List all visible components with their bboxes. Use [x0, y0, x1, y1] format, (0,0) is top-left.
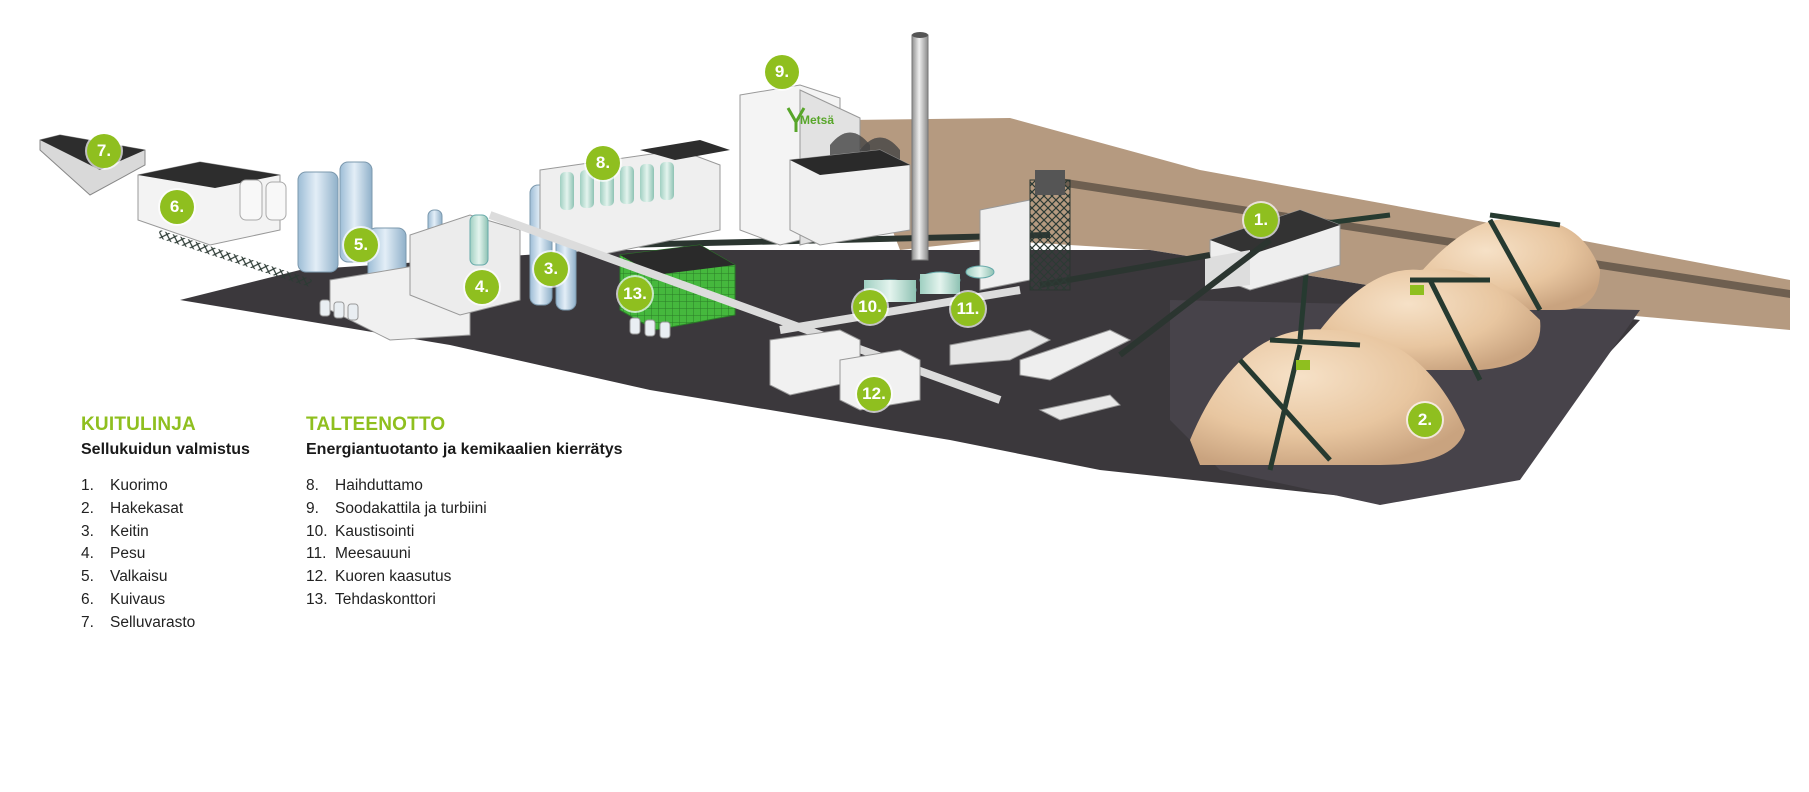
legend-list: 1.Kuorimo 2.Hakekasat 3.Keitin 4.Pesu 5.…: [81, 475, 250, 635]
lower-buildings: [769, 329, 1132, 421]
small-tanks: [319, 299, 671, 339]
office-building: [619, 244, 736, 331]
marker-6: 6.: [160, 190, 194, 224]
marker-11: 11.: [951, 292, 985, 326]
bark-gasifier: [979, 170, 1071, 291]
list-item: 11.Meesauuni: [306, 545, 411, 563]
legend-title: KUITULINJA: [81, 414, 196, 435]
legend-list: 8.Haihduttamo 9.Soodakattila ja turbiini…: [306, 475, 623, 612]
marker-4: 4.: [465, 270, 499, 304]
legend-subtitle: Energiantuotanto ja kemikaalien kierräty…: [306, 441, 623, 458]
marker-12: 12.: [857, 377, 891, 411]
list-item: 6.Kuivaus: [81, 590, 166, 608]
marker-13: 13.: [618, 277, 652, 311]
marker-10: 10.: [853, 290, 887, 324]
list-item: 3.Keitin: [81, 522, 149, 540]
marker-2: 2.: [1408, 403, 1442, 437]
legend-recovery: TALTEENOTTO Energiantuotanto ja kemikaal…: [306, 414, 623, 612]
marker-7: 7.: [87, 134, 121, 168]
list-item: 7.Selluvarasto: [81, 613, 196, 631]
bleaching-conveyor: [157, 230, 313, 288]
list-item: 13.Tehdaskonttori: [306, 590, 436, 608]
list-item: 10.Kaustisointi: [306, 522, 415, 540]
washing-plant: [409, 214, 521, 316]
chimney: [911, 34, 929, 261]
list-item: 12.Kuoren kaasutus: [306, 568, 452, 586]
legend-subtitle: Sellukuidun valmistus: [81, 441, 250, 458]
list-item: 8.Haihduttamo: [306, 477, 423, 494]
chip-piles: [1190, 218, 1600, 465]
recovery-boiler: Metsä: [739, 84, 911, 246]
evaporation-plant: [539, 140, 730, 256]
list-item: 5.Valkaisu: [81, 568, 168, 586]
metsa-logo: Metsä: [800, 113, 834, 127]
list-item: 9.Soodakattila ja turbiini: [306, 499, 487, 517]
marker-9: 9.: [765, 55, 799, 89]
legend-title: TALTEENOTTO: [306, 414, 446, 435]
marker-5: 5.: [344, 228, 378, 262]
list-item: 1.Kuorimo: [81, 477, 168, 494]
marker-3: 3.: [534, 252, 568, 286]
legend-fiber-line: KUITULINJA Sellukuidun valmistus 1.Kuori…: [81, 414, 250, 635]
list-item: 2.Hakekasat: [81, 499, 184, 517]
metsa-logo-icon: [786, 107, 806, 132]
drying-machine: [137, 161, 287, 246]
marker-1: 1.: [1244, 203, 1278, 237]
list-item: 4.Pesu: [81, 545, 146, 563]
railway: [1040, 175, 1790, 298]
marker-8: 8.: [586, 146, 620, 180]
